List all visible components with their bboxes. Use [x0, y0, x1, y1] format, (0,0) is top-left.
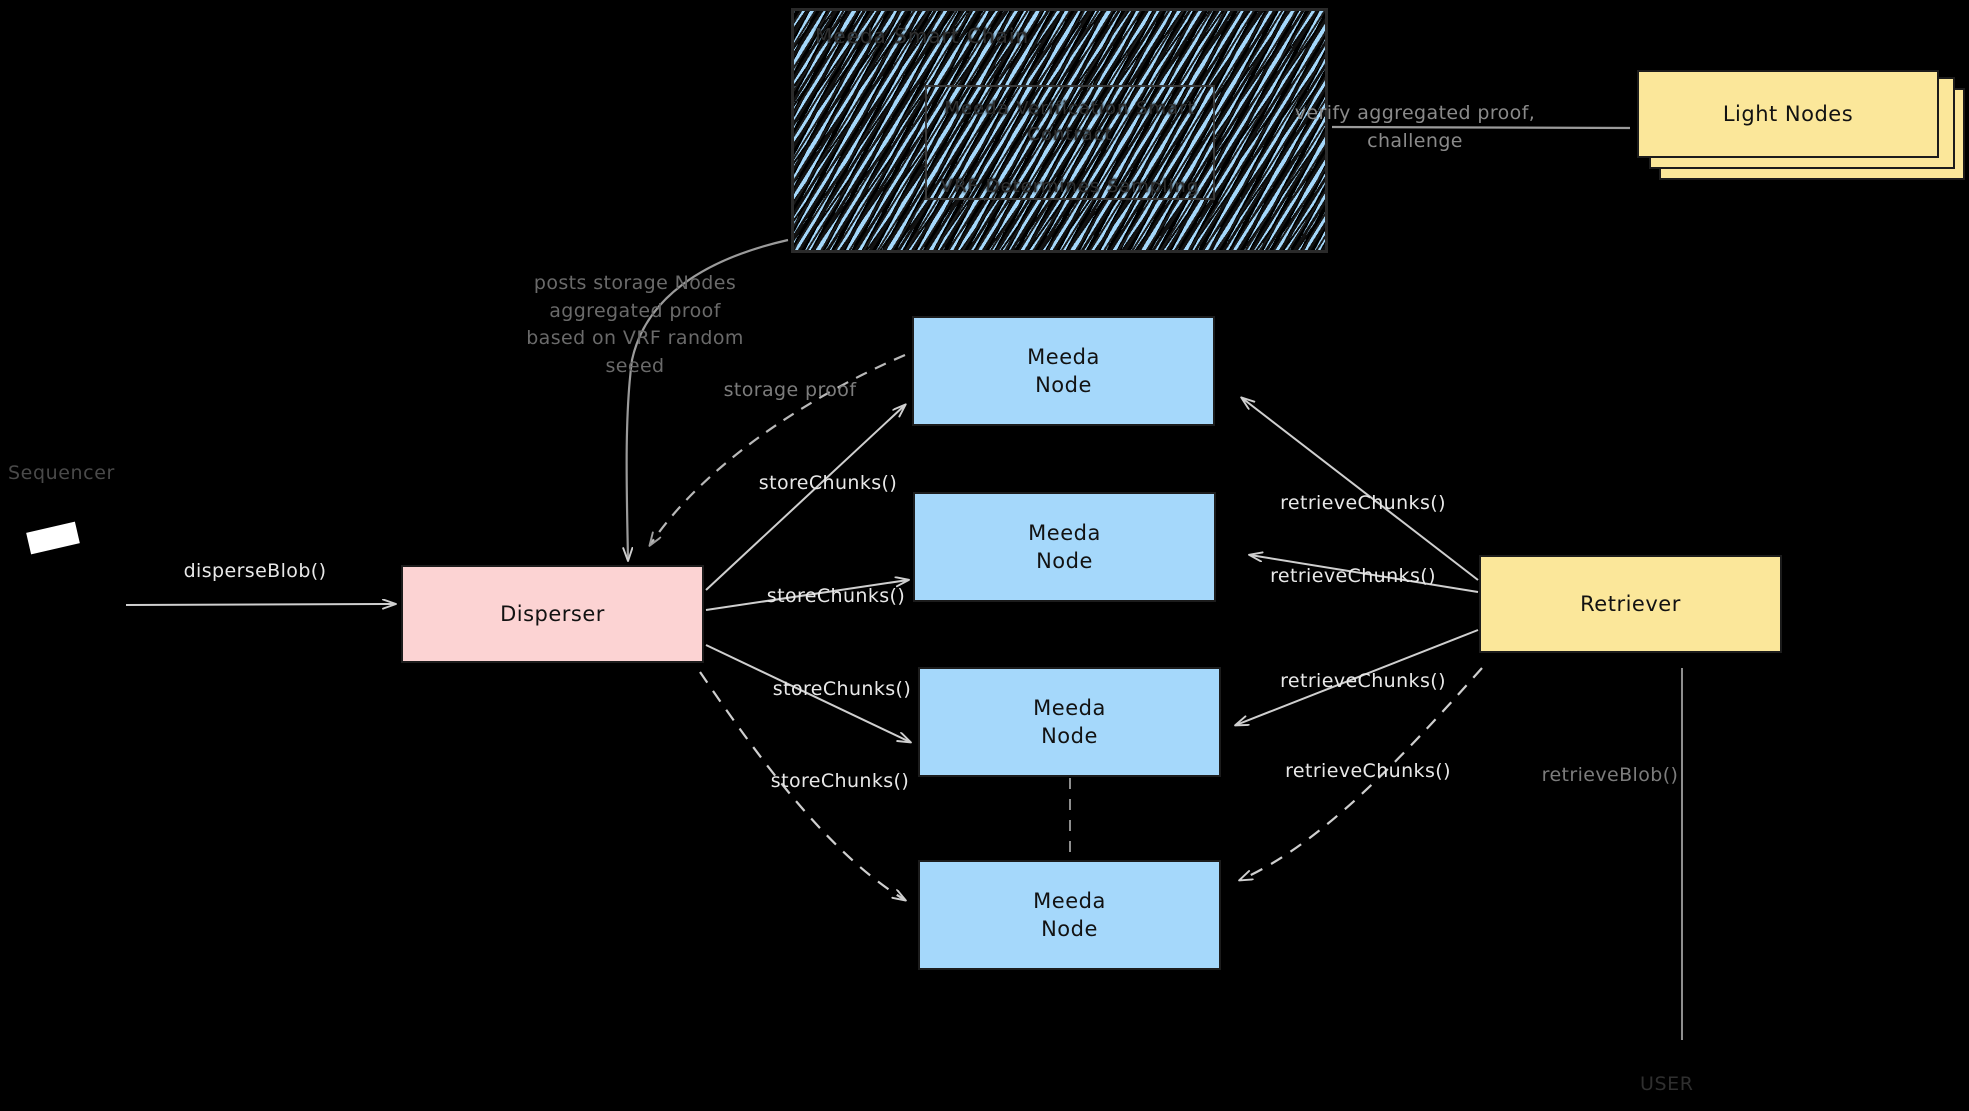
edge-store-chunks-1: [705, 405, 905, 591]
meeda-verification-contract-box[interactable]: [925, 85, 1215, 200]
edge-label-verify-proof: verify aggregated proof, challenge: [1294, 102, 1536, 152]
edge-retrieve-chunks-1: [1242, 398, 1479, 581]
meeda-node-1[interactable]: Meeda Node: [912, 316, 1215, 426]
retriever-label: Retriever: [1580, 591, 1681, 616]
light-nodes-box[interactable]: Light Nodes: [1637, 70, 1939, 158]
disperser-box[interactable]: Disperser: [401, 565, 704, 663]
edge-label-retrieve-chunks-1: retrieveChunks(): [1280, 492, 1446, 514]
verification-contract-label: Meeda Verification Smart Contract VRF De…: [940, 98, 1200, 198]
edge-retrieve-chunks-2: [1250, 555, 1479, 593]
edge-label-retrieve-chunks-3: retrieveChunks(): [1280, 670, 1446, 692]
chain-title: Meeda Smart Chain: [815, 24, 1030, 48]
edge-label-retrieve-chunks-4: retrieveChunks(): [1285, 760, 1451, 782]
edge-storage-proof: [650, 353, 906, 545]
edge-label-disperse-blob: disperseBlob(): [183, 560, 327, 582]
meeda-node-4-label: Meeda Node: [1033, 888, 1106, 941]
sequencer-label: Sequencer: [8, 462, 115, 484]
edge-label-retrieve-blob: retrieveBlob(): [1541, 764, 1679, 786]
meeda-node-4[interactable]: Meeda Node: [918, 860, 1221, 970]
edge-label-store-chunks-3: storeChunks(): [772, 678, 912, 700]
retriever-box[interactable]: Retriever: [1479, 555, 1782, 653]
meeda-node-1-label: Meeda Node: [1027, 344, 1100, 397]
light-nodes-label: Light Nodes: [1722, 101, 1854, 126]
edge-label-store-chunks-4: storeChunks(): [770, 770, 910, 792]
meeda-node-2[interactable]: Meeda Node: [913, 492, 1216, 602]
edge-store-chunks-3: [705, 644, 910, 742]
meeda-node-2-label: Meeda Node: [1028, 520, 1101, 573]
disperser-label: Disperser: [500, 601, 605, 626]
edge-posts-proof: [627, 238, 789, 560]
meeda-node-3-label: Meeda Node: [1033, 695, 1106, 748]
edge-retrieve-chunks-4: [1240, 667, 1483, 880]
edge-store-chunks-2: [705, 580, 908, 611]
edge-label-retrieve-chunks-2: retrieveChunks(): [1270, 565, 1436, 587]
meeda-node-3[interactable]: Meeda Node: [918, 667, 1221, 777]
edge-label-storage-proof: storage proof: [723, 379, 857, 401]
edge-label-posts-proof: posts storage Nodes aggregated proof bas…: [526, 272, 744, 377]
edge-verify-proof: [1331, 125, 1631, 130]
edge-retrieve-chunks-3: [1236, 629, 1479, 725]
edge-disperse-blob: [125, 604, 395, 605]
edge-store-chunks-4: [699, 671, 905, 900]
edge-label-store-chunks-1: storeChunks(): [758, 472, 898, 494]
edge-label-store-chunks-2: storeChunks(): [766, 585, 906, 607]
user-label: USER: [1640, 1073, 1694, 1095]
